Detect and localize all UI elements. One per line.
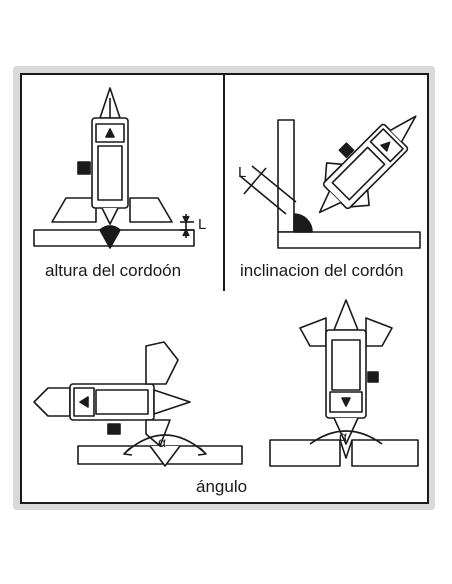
caption-angle: ángulo bbox=[196, 477, 248, 496]
left-arrow-icon bbox=[79, 396, 89, 408]
inclination-figure bbox=[239, 115, 421, 249]
angle-figure-left bbox=[33, 341, 243, 467]
gauge-display bbox=[97, 145, 123, 201]
down-arrow-icon bbox=[341, 397, 351, 407]
label-l-inclination: L bbox=[238, 164, 247, 181]
label-alpha-left: α bbox=[158, 434, 167, 450]
caption-weld-height: altura del cordoón bbox=[45, 261, 182, 280]
weld-bead bbox=[99, 225, 121, 249]
horizontal-plate bbox=[277, 231, 421, 249]
up-arrow-icon bbox=[105, 128, 115, 138]
angle-figure-right bbox=[269, 299, 419, 467]
gauge-wing-left bbox=[51, 197, 97, 223]
vertical-plate bbox=[277, 119, 295, 233]
fillet-weld bbox=[293, 213, 313, 233]
height-gauge-figure bbox=[33, 87, 195, 249]
gauge-wing-right bbox=[129, 197, 173, 223]
plate-right-b bbox=[351, 439, 419, 467]
lock-knob bbox=[77, 161, 91, 175]
label-l-height: L bbox=[198, 216, 207, 233]
plate-right-a bbox=[269, 439, 341, 467]
label-alpha-right: α bbox=[339, 428, 348, 444]
caption-inclination: inclinacion del cordón bbox=[240, 261, 404, 280]
